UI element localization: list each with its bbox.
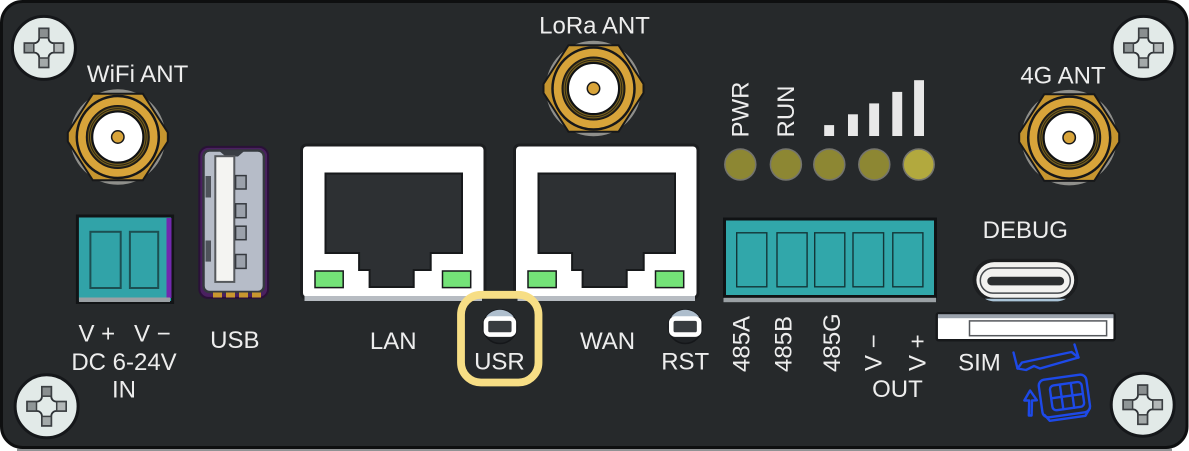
- svg-text:RST: RST: [661, 349, 709, 376]
- svg-text:DC 6-24V: DC 6-24V: [71, 349, 176, 376]
- svg-text:485A: 485A: [728, 316, 755, 372]
- svg-text:485G: 485G: [819, 313, 846, 372]
- svg-text:RUN: RUN: [773, 86, 800, 138]
- svg-text:SIM: SIM: [958, 350, 1001, 377]
- svg-text:V +: V +: [904, 334, 931, 371]
- svg-text:PWR: PWR: [728, 82, 755, 138]
- svg-text:WAN: WAN: [580, 328, 635, 355]
- svg-text:OUT: OUT: [872, 376, 923, 403]
- svg-text:V +: V +: [78, 321, 115, 348]
- svg-text:V −: V −: [860, 334, 887, 371]
- svg-text:WiFi ANT: WiFi ANT: [87, 61, 189, 88]
- svg-text:IN: IN: [112, 377, 136, 404]
- svg-text:LAN: LAN: [370, 328, 417, 355]
- svg-text:DEBUG: DEBUG: [983, 217, 1068, 244]
- svg-text:485B: 485B: [770, 316, 797, 372]
- svg-text:4G ANT: 4G ANT: [1020, 62, 1106, 89]
- svg-text:V −: V −: [134, 321, 171, 348]
- svg-text:LoRa ANT: LoRa ANT: [539, 13, 650, 40]
- svg-text:USR: USR: [474, 349, 525, 376]
- svg-text:USB: USB: [210, 327, 259, 354]
